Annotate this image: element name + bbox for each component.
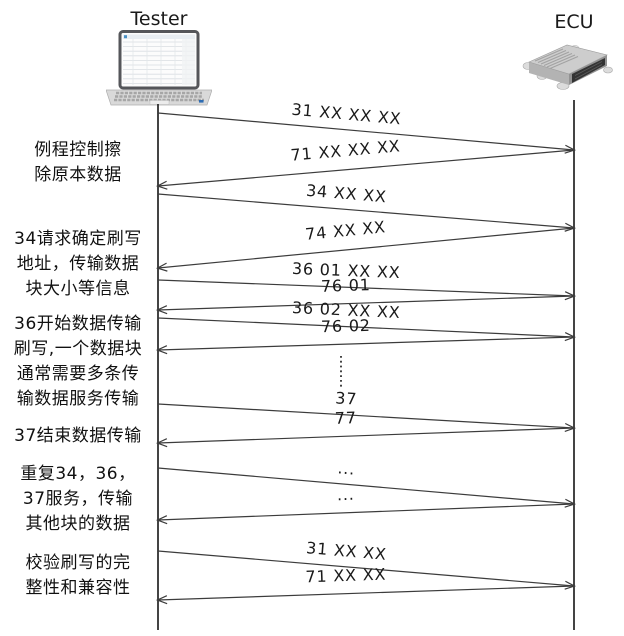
message-arrow-left [158, 585, 575, 600]
annotation-block: 重复34，36， 37服务，传输其他块的数据 [2, 462, 154, 537]
ecu-label: ECU [554, 11, 594, 33]
message-label: 36 01 XX XX [292, 259, 401, 282]
annotation-line: 刷写,一个数据块 [13, 339, 143, 359]
annotation-line: 34请求确定刷写 [14, 229, 142, 249]
message-arrow-right [157, 403, 574, 428]
annotation-block: 校验刷写的完整性和兼容性 [2, 551, 154, 601]
laptop-icon [106, 30, 212, 106]
message-label: 71 XX XX XX [290, 136, 401, 164]
laptop-table-highlight-column [182, 39, 195, 85]
message-arrow-right [157, 112, 574, 150]
ecu-connector-slots [574, 61, 603, 80]
message-arrow-right [157, 550, 574, 586]
annotation-block: 36开始数据传输刷写,一个数据块通常需要多条传输数据服务传输 [2, 312, 154, 412]
tester-label: Tester [130, 8, 188, 30]
message-label: 76 01 [321, 275, 371, 296]
message-label: 71 XX XX [305, 565, 386, 587]
message-arrow-left [158, 227, 575, 268]
message-label: 37 [335, 388, 358, 408]
annotation-line: 重复34，36， [20, 464, 136, 484]
ecu-mount-tab [603, 66, 613, 74]
message-arrow-left [158, 149, 575, 186]
message-label: 36 02 XX XX [292, 298, 401, 322]
message-label: 76 02 [321, 316, 371, 337]
message-arrow-right [157, 279, 574, 296]
annotation-block: 例程控制擦除原本数据 [2, 138, 154, 188]
annotation-line: 地址，传输数据 [16, 254, 140, 274]
annotation-line: 通常需要多条传 [16, 364, 140, 384]
message-label: 31 XX XX [305, 538, 387, 564]
laptop-toolbar [123, 34, 195, 39]
message-arrow-right [157, 317, 574, 337]
message-arrow-left [158, 427, 575, 443]
annotation-line: 其他块的数据 [25, 514, 131, 534]
laptop-led [199, 100, 204, 103]
arrows-layer: 31 XX XX XX 71 XX XX XX 34 XX XX 74 XX XX 36… [158, 100, 574, 630]
message-arrow-left [158, 295, 575, 310]
message-arrow-left [158, 503, 575, 520]
laptop-touchpad [149, 100, 170, 105]
message-arrow-right [157, 193, 574, 228]
ecu-module-icon [522, 44, 613, 90]
ecu-left-face [529, 62, 569, 85]
ecu-heatsink-ribs [534, 48, 579, 70]
annotation-line: 37结束数据传输 [14, 426, 142, 446]
annotation-line: 36开始数据传输 [14, 314, 142, 334]
laptop-app-icon [124, 35, 127, 39]
message-label: ... [337, 458, 356, 478]
annotation-block: 34请求确定刷写地址，传输数据块大小等信息 [2, 227, 154, 302]
laptop-keyboard [114, 91, 204, 102]
message-label: 74 XX XX [304, 217, 386, 244]
annotation-line: 整性和兼容性 [25, 578, 131, 598]
annotation-line: 输数据服务传输 [16, 389, 140, 409]
message-arrow-left [158, 336, 575, 350]
message-label: 31 XX XX XX [291, 100, 402, 129]
annotation-line: 例程控制擦 [34, 140, 122, 160]
annotation-line: 37服务，传输 [22, 489, 134, 509]
message-label: ... [337, 485, 355, 505]
annotation-block: 37结束数据传输 [2, 424, 154, 449]
annotation-line: 块大小等信息 [25, 279, 131, 299]
message-label: 77 [334, 408, 357, 428]
message-arrow-right [157, 467, 574, 504]
annotation-line: 校验刷写的完 [25, 553, 131, 573]
message-label: 34 XX XX [305, 181, 387, 207]
annotation-line: 除原本数据 [34, 165, 122, 185]
